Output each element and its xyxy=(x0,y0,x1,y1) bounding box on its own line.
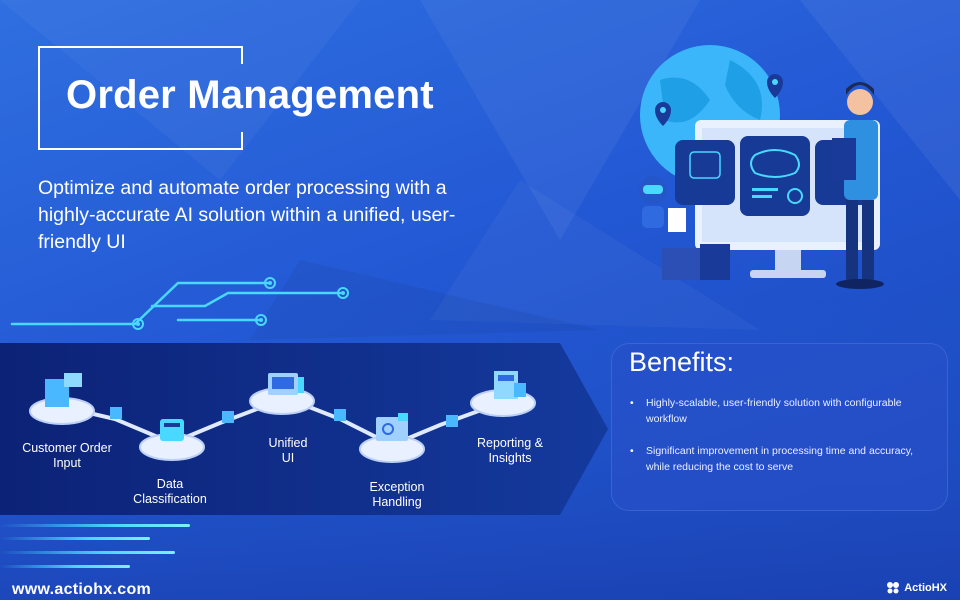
decor-streak xyxy=(0,551,175,554)
order-input-icon xyxy=(45,373,82,407)
page-title: Order Management xyxy=(66,73,434,117)
brand-name: ActioHX xyxy=(904,581,947,594)
benefits-list: Highly-scalable, user-friendly solution … xyxy=(626,396,938,492)
step-label-unified-ui: Unified UI xyxy=(268,436,308,465)
benefit-item: Significant improvement in processing ti… xyxy=(630,444,938,475)
title-frame xyxy=(38,46,243,150)
benefit-item: Highly-scalable, user-friendly solution … xyxy=(630,396,938,427)
decor-streak xyxy=(0,524,190,527)
process-panel: Customer Order Input Data Classification… xyxy=(0,343,612,515)
page-subtitle: Optimize and automate order processing w… xyxy=(38,177,456,253)
website-link[interactable]: www.actiohx.com xyxy=(12,581,152,598)
data-classification-icon xyxy=(160,419,184,441)
ai-illustration xyxy=(639,45,884,289)
step-label-order-input: Customer Order Input xyxy=(22,441,112,470)
benefits-heading: Benefits: xyxy=(629,347,735,377)
actiohx-logo-icon xyxy=(887,582,900,594)
decor-streak xyxy=(0,565,130,568)
decor-streak xyxy=(0,537,150,540)
reporting-icon xyxy=(494,371,526,399)
step-label-data-classification: Data Classification xyxy=(133,477,207,506)
exception-handling-icon xyxy=(376,413,408,441)
unified-ui-icon xyxy=(268,373,304,395)
brand-logo: ActioHX xyxy=(886,581,947,594)
benefits-panel: Benefits: Highly-scalable, user-friendly… xyxy=(611,343,948,511)
step-label-exception-handling: Exception Handling xyxy=(369,480,425,509)
step-label-reporting: Reporting & Insights xyxy=(476,436,543,465)
process-arrow-shape xyxy=(0,343,608,515)
brain-icon xyxy=(750,149,800,178)
